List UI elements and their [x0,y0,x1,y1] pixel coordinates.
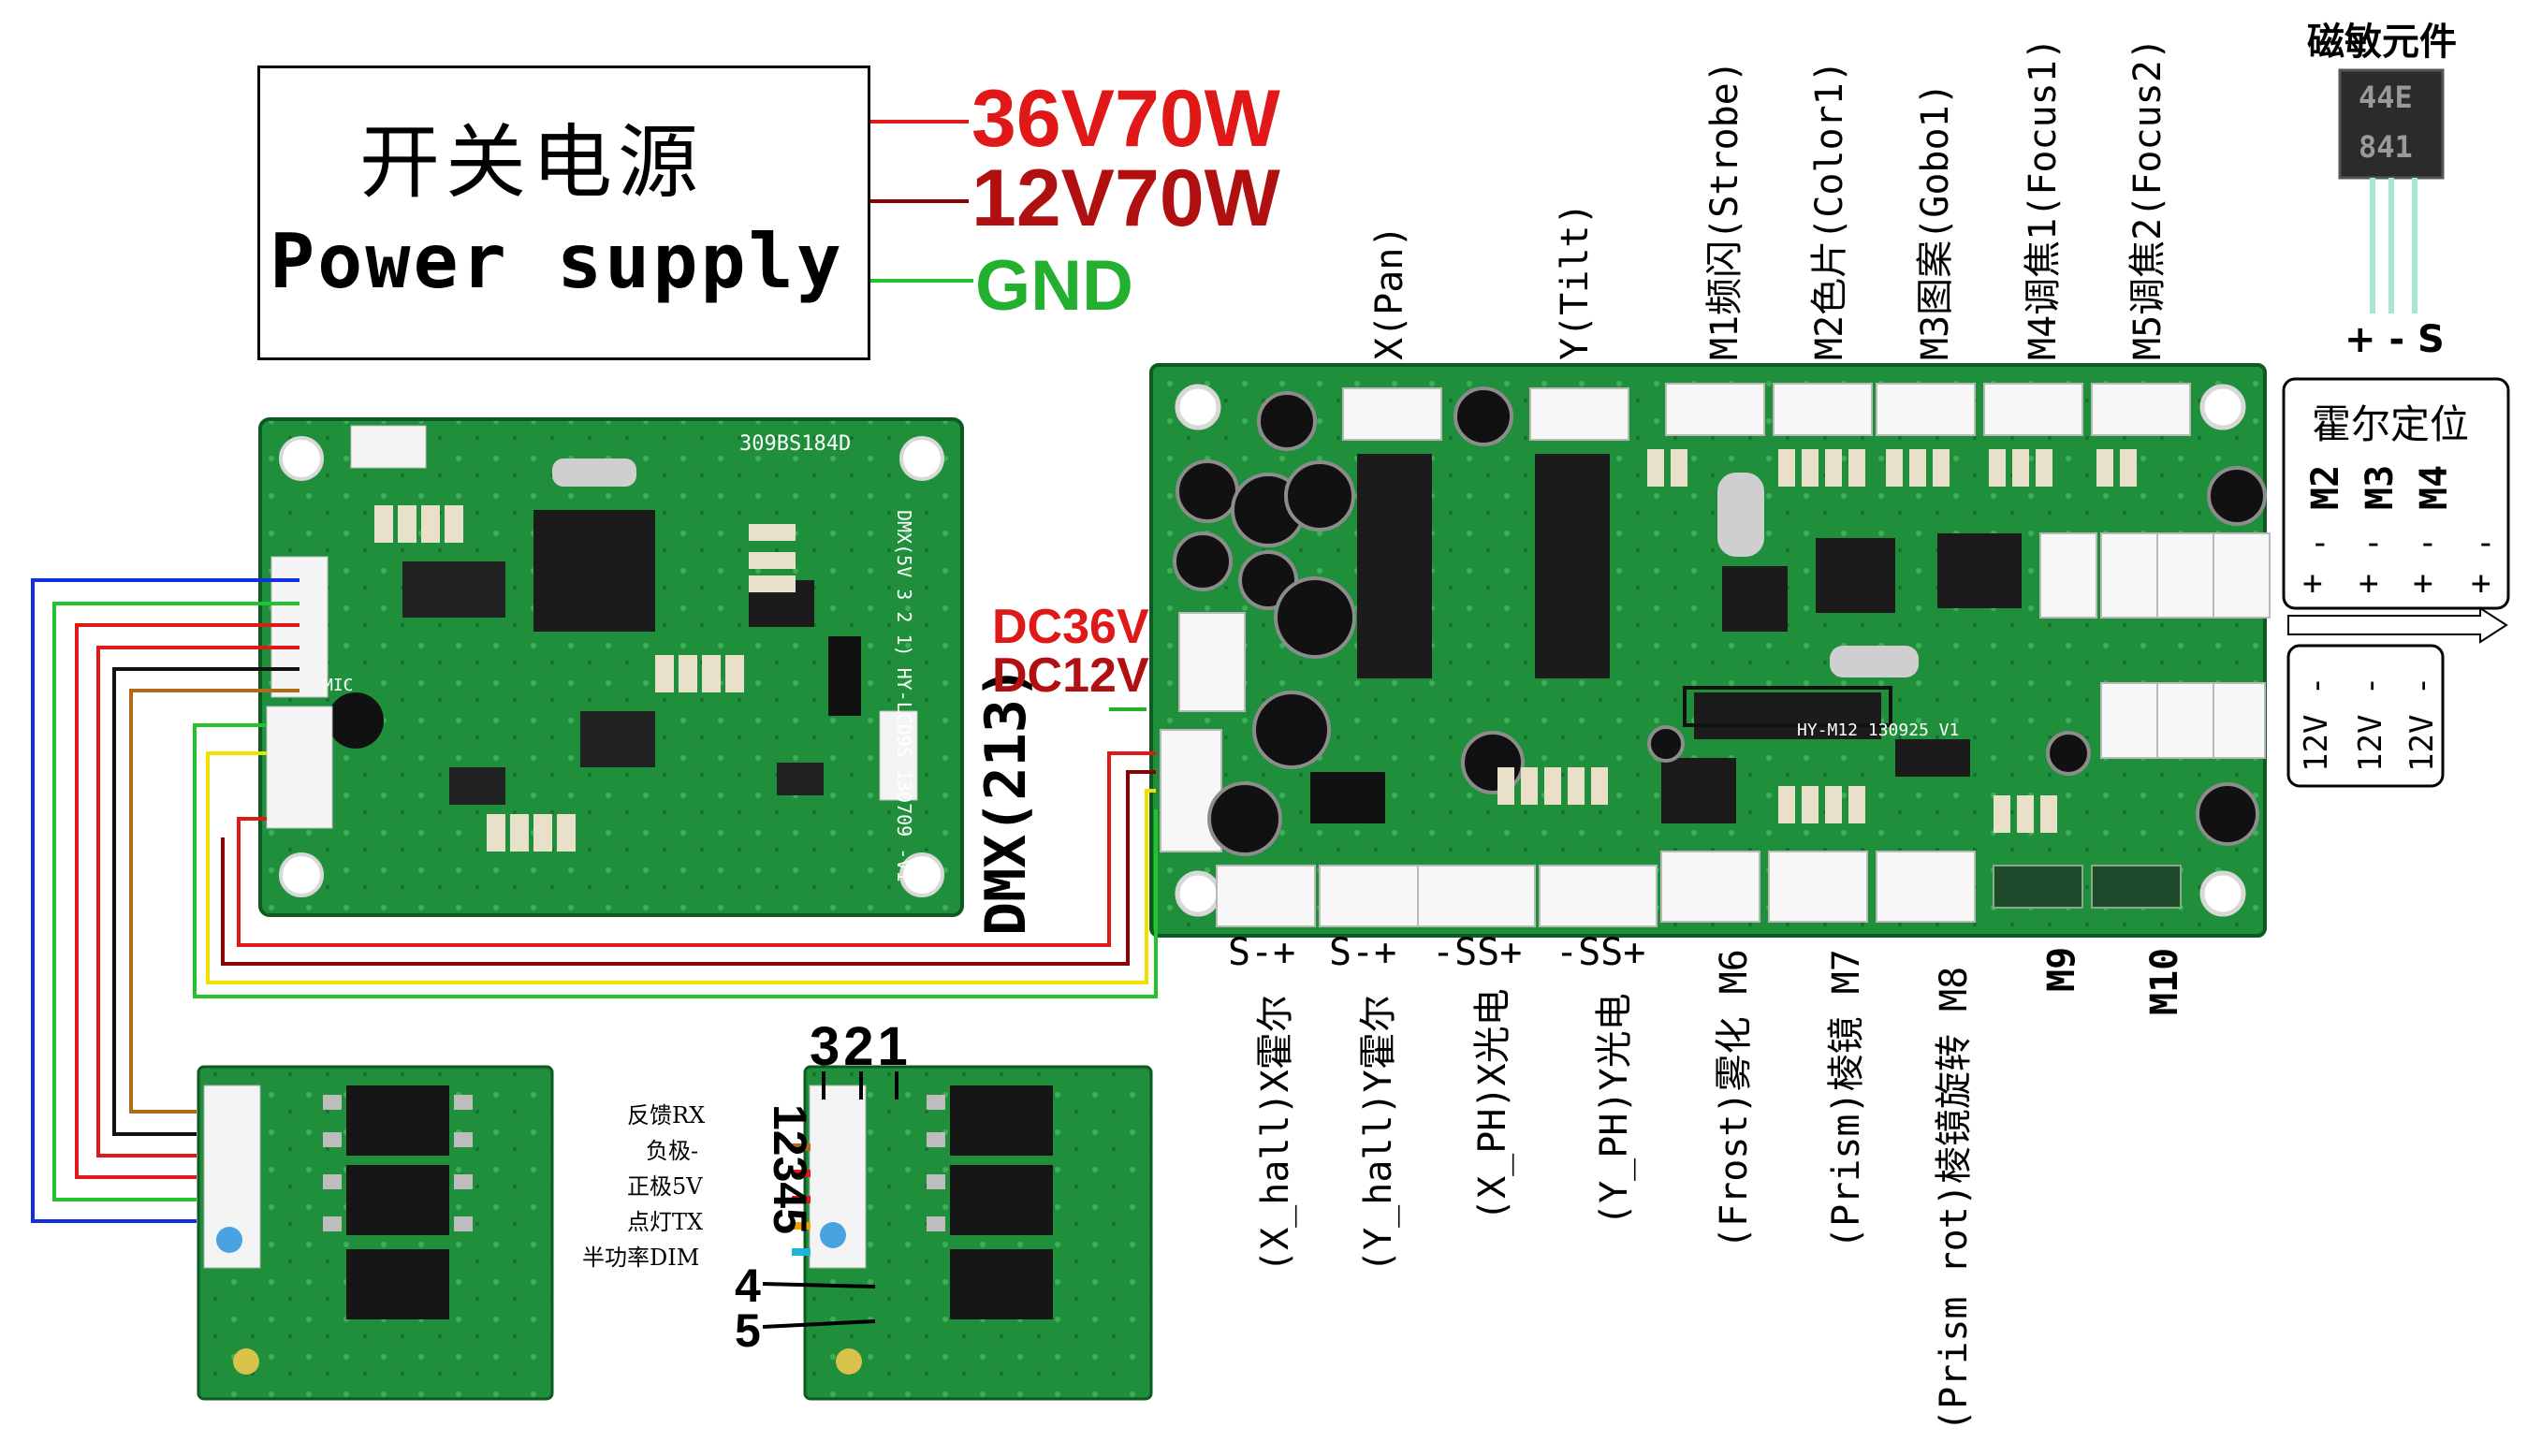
connector-label-xhall: (X_hall)X霍尔 [1254,995,1297,1273]
dmx-board [258,417,964,917]
hall-motor-m3: M3 [2359,464,2402,510]
connector-label-m9: M9 [2040,946,2083,992]
hall-position-box [2282,377,2510,610]
driver-pin-neg: 负极- [646,1138,699,1164]
connector-label-focus2: M5调焦2(Focus2) [2126,37,2169,360]
connector-label-tilt: Y(Tilt) [1554,202,1597,360]
psu-output-12v: 12V70W [971,153,1280,243]
psu-title-en: Power supply [270,218,844,305]
hall-plus-1: + [2302,564,2323,603]
hall-sensor-chip [2338,68,2445,313]
dmx-mic-label: MIC [323,676,354,695]
hall-supply-3: 12V - [2403,676,2441,772]
driver-pin-numbers-side: 12345 [764,1104,816,1235]
hall-plus-2: + [2359,564,2379,603]
dmx-board-silk-top: 309BS184D [739,432,852,456]
psu-output-36v: 36V70W [971,74,1280,164]
hall-minus-2: - [2363,524,2384,562]
connector-label-yhall: (Y_hall)Y霍尔 [1357,995,1400,1273]
connector-label-frost: (Frost)雾化 M6 [1713,949,1756,1249]
connector-label-strobe: M1频闪(Strobe) [1703,60,1746,360]
connector-label-focus1: M4调焦1(Focus1) [2022,37,2065,360]
driver-pin-rx: 反馈RX [627,1102,706,1128]
connector-label-xph: (X_PH)X光电 [1471,988,1514,1221]
driver-board-1 [197,1065,554,1401]
main-board [1149,363,2271,938]
psu-output-gnd: GND [975,246,1133,326]
connector-label-prism-rot: (Prism rot)棱镜旋转 M8 [1933,966,1976,1432]
hall-minus-1: - [2310,524,2330,562]
hall-chip-line1: 44E [2359,80,2413,115]
hall-motor-m4: M4 [2413,464,2456,510]
hall-supply-box [2286,644,2445,788]
hall-sensor-title: 磁敏元件 [2307,21,2457,64]
driver-pin-5: 5 [735,1304,761,1357]
driver-link-wires [31,578,299,1223]
pin-label-yhall: S-+ [1329,931,1397,974]
dc-gnd-mark [1109,707,1147,711]
hall-chip-line2: 841 [2359,129,2413,165]
hall-supply-2: 12V - [2352,676,2389,772]
pin-label-xhall: S-+ [1228,931,1296,974]
dmx-board-silk-side: DMX(5V 3 2 1) HY-LCD9S 130709 -V1 [893,510,915,882]
hall-plus-4: + [2471,564,2491,603]
main-board-model: HY-M12 130925 V1 [1797,721,1960,740]
driver-pin-dim: 半功率DIM [582,1245,700,1271]
driver-pin-4: 4 [735,1259,761,1312]
driver-pin-tx: 点灯TX [627,1209,704,1235]
driver-pin-5v: 正极5V [627,1173,703,1200]
connector-label-pan: X(Pan) [1368,225,1411,361]
dc36v-label: DC36V [992,600,1149,654]
driver-pin-numbers-top: 321 [810,1016,912,1077]
arrow-icon [2287,606,2508,644]
hall-position-title: 霍尔定位 [2312,401,2470,447]
psu-title-cn: 开关电源 [359,116,704,210]
dmx-connector-label: DMX(213) [973,665,1039,936]
connector-label-color1: M2色片(Color1) [1808,60,1851,360]
connector-label-m10: M10 [2143,947,2186,1015]
connector-label-yph: (Y_PH)Y光电 [1593,993,1636,1226]
driver-board-2 [803,1065,1153,1401]
hall-minus-4: - [2476,524,2496,562]
hall-plus-3: + [2413,564,2433,603]
pin-label-yph: -SS+ [1556,931,1646,974]
pin-label-xph: -SS+ [1432,931,1523,974]
dmx-link-wires [193,723,1158,998]
power-supply-box: 开关电源 Power supply [257,66,870,360]
connector-label-prism: (Prism)棱镜 M7 [1825,949,1868,1249]
hall-supply-1: 12V - [2298,676,2335,772]
connector-label-gobo1: M3图案(Gobo1) [1914,82,1957,360]
hall-minus-3: - [2417,524,2438,562]
hall-sensor-pins: + - S [2344,318,2445,361]
dc12v-label: DC12V [992,648,1149,703]
hall-motor-m2: M2 [2304,464,2347,510]
